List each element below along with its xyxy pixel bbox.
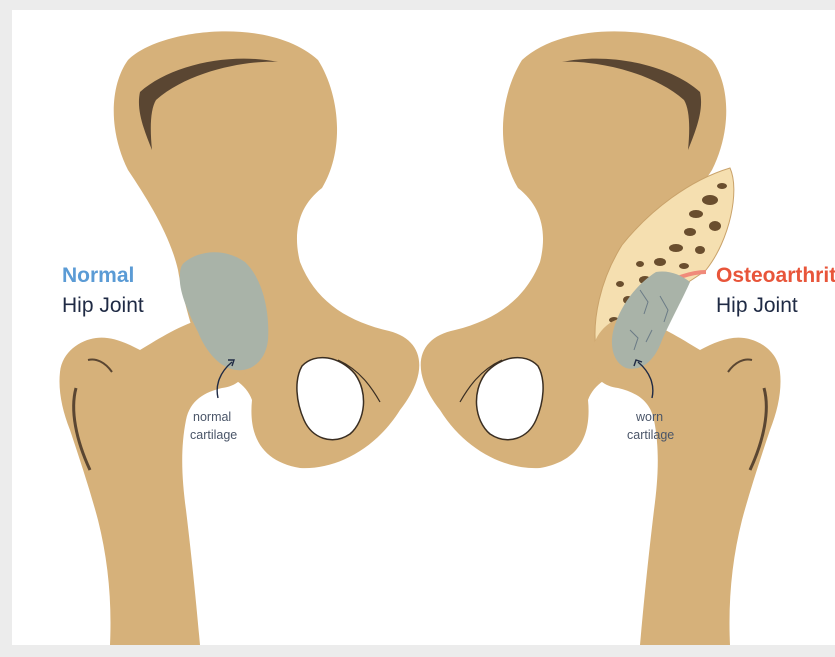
normal-caption-line2: cartilage: [190, 428, 237, 442]
oa-title: Osteoarthritis: [716, 264, 835, 287]
normal-title: Normal: [62, 264, 134, 287]
oa-caption-line2: cartilage: [627, 428, 674, 442]
normal-hip: Normal Hip Joint normal cartilage: [59, 31, 419, 645]
oa-subtitle: Hip Joint: [716, 294, 798, 317]
diagram-canvas: Normal Hip Joint normal cartilage: [12, 10, 835, 645]
hip-joint-illustration: Normal Hip Joint normal cartilage: [12, 10, 835, 645]
oa-caption-line1: worn: [635, 410, 663, 424]
oa-hip: Osteoarthritis Hip Joint worn cartilage: [421, 31, 835, 645]
normal-caption-line1: normal: [193, 410, 231, 424]
normal-femur: [59, 317, 248, 645]
normal-subtitle: Hip Joint: [62, 294, 144, 317]
oa-femur: [591, 317, 780, 645]
